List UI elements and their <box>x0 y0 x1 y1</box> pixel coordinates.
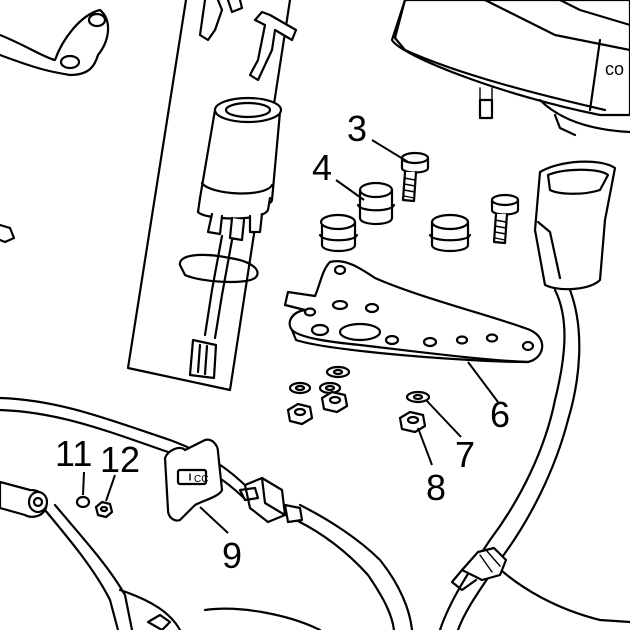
screws <box>0 151 520 245</box>
bullet-connector <box>146 546 508 630</box>
callout-9: 9 <box>222 535 242 576</box>
callout-3: 3 <box>347 108 367 149</box>
callout-12: 12 <box>100 439 140 480</box>
svg-text:co: co <box>605 59 624 79</box>
connector-housing <box>533 160 617 291</box>
callout-7: 7 <box>455 434 475 475</box>
end-plug <box>0 480 49 518</box>
callout-leaders <box>82 139 499 534</box>
grommets <box>318 181 472 253</box>
svg-text:CC: CC <box>194 474 208 485</box>
relay-module: CC <box>163 438 224 522</box>
callout-8: 8 <box>426 467 446 508</box>
callout-6: 6 <box>490 394 510 435</box>
washers-nuts <box>75 365 431 519</box>
plug-connector <box>238 476 304 524</box>
callout-4: 4 <box>312 147 332 188</box>
ignition-switch-panel <box>126 0 298 392</box>
callout-11: 11 <box>55 433 92 474</box>
mounting-plate <box>283 260 544 364</box>
callout-labels: 3 4 6 7 8 9 11 12 <box>55 108 510 576</box>
instrument-cluster: co <box>390 0 630 137</box>
mount-bracket <box>0 8 110 77</box>
